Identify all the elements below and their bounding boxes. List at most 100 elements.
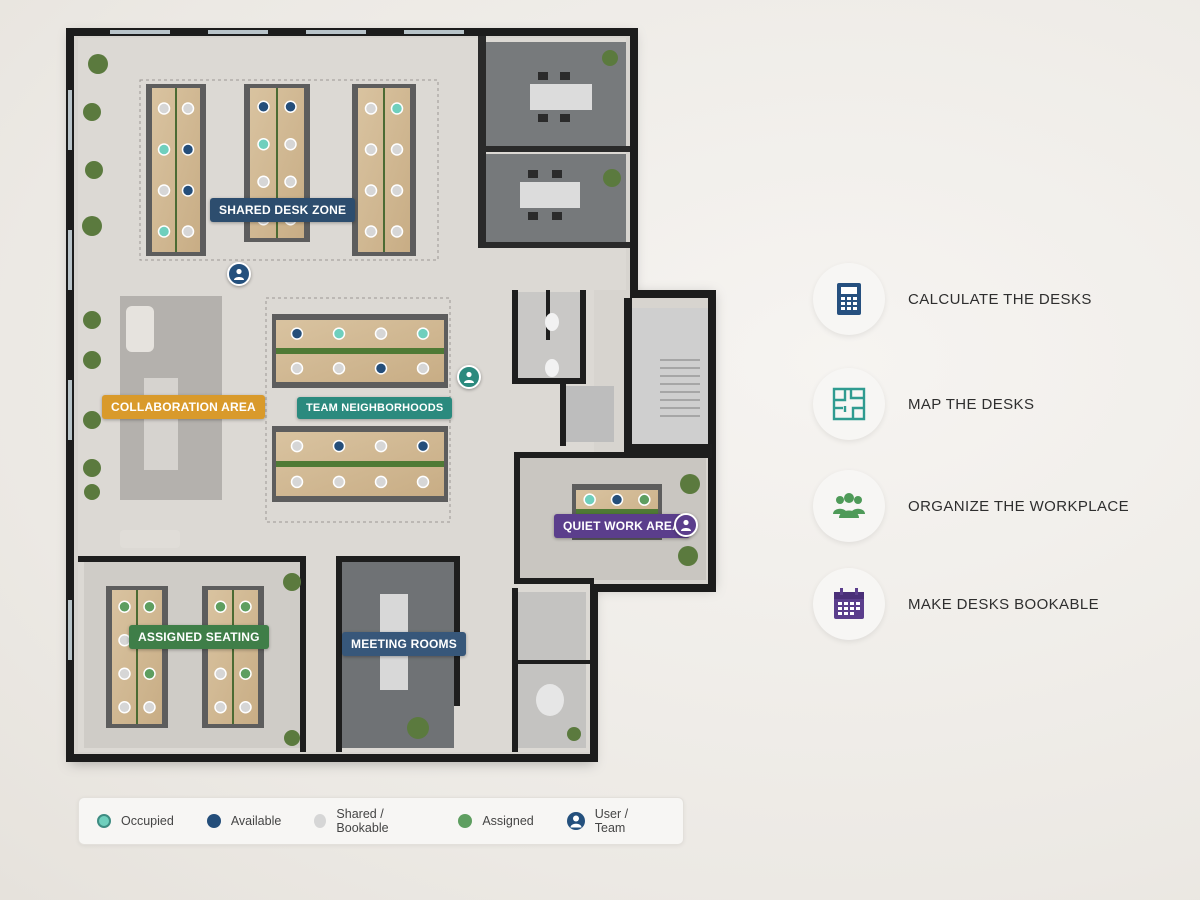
action-label: ORGANIZE THE WORKPLACE [908,497,1130,515]
desk-seat-marker[interactable] [214,701,227,714]
legend-item-shared: Shared / Bookable [314,807,425,835]
legend-label: Occupied [121,814,174,828]
desk-seat-marker[interactable] [416,327,430,340]
user-team-icon [566,812,585,830]
planter-divider [576,509,658,515]
desk-seat-marker[interactable] [610,493,624,506]
desk-seat-marker[interactable] [181,102,195,115]
desk-divider [136,590,138,724]
action-label: CALCULATE THE DESKS [908,290,1092,308]
legend-label: Assigned [482,814,534,828]
desk-seat-marker[interactable] [257,175,270,188]
desk-seat-marker[interactable] [181,225,195,238]
desk-divider [232,590,234,724]
desk-seat-marker[interactable] [416,439,430,453]
desk-divider [175,88,177,252]
desk-seat-marker[interactable] [284,138,297,151]
desk-seat-marker[interactable] [157,225,171,238]
legend: Occupied Available Shared / Bookable Ass… [78,797,684,845]
assigned-swatch [458,814,473,828]
planter-divider [276,461,444,467]
desk-seat-marker[interactable] [214,600,227,613]
zone-label-quiet-work[interactable]: QUIET WORK AREA [554,514,690,538]
desk-seat-marker[interactable] [416,475,430,489]
desk-seat-marker[interactable] [143,600,156,613]
desk-seat-marker[interactable] [290,439,304,453]
calendar-icon [813,568,885,640]
user-icon [464,371,474,383]
zone-label-assigned-seating[interactable]: ASSIGNED SEATING [129,625,269,649]
desk-seat-marker[interactable] [290,327,304,340]
shared-swatch [314,814,327,828]
desk-seat-marker[interactable] [181,143,195,156]
desk-seat-marker[interactable] [583,493,596,506]
legend-label: Shared / Bookable [336,807,389,835]
action-label: MAKE DESKS BOOKABLE [908,595,1099,613]
desk-seat-marker[interactable] [364,184,378,197]
desk-seat-marker[interactable] [332,362,346,375]
desk-divider [276,88,278,238]
zone-label-collaboration[interactable]: COLLABORATION AREA [102,395,265,419]
desk-seat-marker[interactable] [374,362,388,375]
desk-seat-marker[interactable] [374,475,388,489]
desk-seat-marker[interactable] [332,475,346,489]
legend-label: User / Team [594,807,629,835]
desk-seat-marker[interactable] [364,102,378,115]
desk-seat-marker[interactable] [143,667,156,680]
desk-seat-marker[interactable] [157,143,171,156]
desk-seat-marker[interactable] [290,362,304,375]
calculator-icon [813,263,885,335]
desk-seat-marker[interactable] [257,100,270,113]
zone-label-shared-desk[interactable]: SHARED DESK ZONE [210,198,356,222]
user-icon [234,268,244,280]
desk-seat-marker[interactable] [290,475,304,489]
desk-seat-marker[interactable] [364,225,378,238]
user-pin-shared[interactable] [227,262,251,286]
action-map-desks[interactable]: MAP THE DESKS [813,368,1193,440]
action-make-bookable[interactable]: MAKE DESKS BOOKABLE [813,568,1193,640]
desk-seat-marker[interactable] [374,327,388,340]
occupied-swatch [97,814,111,828]
desk-seat-marker[interactable] [364,143,378,156]
legend-item-user: User / Team [566,807,650,835]
user-icon [681,519,691,531]
desk-seat-marker[interactable] [390,184,404,197]
desk-seat-marker[interactable] [638,493,651,506]
desk-seat-marker[interactable] [118,667,131,680]
desk-seat-marker[interactable] [390,102,404,115]
desk-seat-marker[interactable] [416,362,430,375]
desk-seat-marker[interactable] [239,701,252,714]
desk-seat-marker[interactable] [181,184,195,197]
legend-item-available: Available [206,814,281,828]
desk-seat-marker[interactable] [239,667,252,680]
action-label: MAP THE DESKS [908,395,1035,413]
action-organize-workplace[interactable]: ORGANIZE THE WORKPLACE [813,470,1193,542]
zone-label-meeting-rooms[interactable]: MEETING ROOMS [342,632,466,656]
legend-item-assigned: Assigned [458,814,534,828]
desk-seat-marker[interactable] [332,439,346,453]
desk-divider [383,88,385,252]
user-pin-neighborhoods[interactable] [457,365,481,389]
desk-seat-marker[interactable] [374,439,388,453]
desk-seat-marker[interactable] [214,667,227,680]
desk-seat-marker[interactable] [157,184,171,197]
desk-seat-marker[interactable] [390,225,404,238]
desk-seat-marker[interactable] [118,600,131,613]
action-calculate-desks[interactable]: CALCULATE THE DESKS [813,263,1193,335]
floor-plan-icon [813,368,885,440]
desk-seat-marker[interactable] [118,701,131,714]
desk-seat-marker[interactable] [157,102,171,115]
desk-seat-marker[interactable] [390,143,404,156]
planter-divider [276,348,444,354]
desk-seat-marker[interactable] [332,327,346,340]
desk-seat-marker[interactable] [239,600,252,613]
desk-seat-marker[interactable] [284,175,297,188]
legend-item-occupied: Occupied [97,814,174,828]
desk-seat-marker[interactable] [284,100,297,113]
team-icon [813,470,885,542]
desk-seat-marker[interactable] [143,701,156,714]
user-pin-quiet[interactable] [674,513,698,537]
desk-seat-marker[interactable] [257,138,270,151]
zone-label-team-neighborhoods[interactable]: TEAM NEIGHBORHOODS [297,397,453,419]
